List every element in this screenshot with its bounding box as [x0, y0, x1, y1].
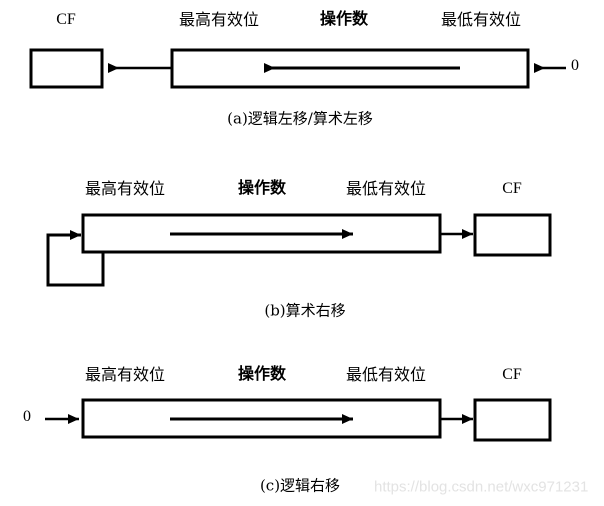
panel-b-cf-box	[473, 213, 552, 257]
panel-a-graphics	[29, 48, 566, 89]
panel-a-caption: (a)逻辑左移/算术左移	[227, 109, 373, 128]
panel-c-label-lsb: 最低有效位	[345, 365, 427, 384]
panel-b-label-msb: 最高有效位	[84, 179, 166, 198]
panel-b-label-lsb: 最低有效位	[345, 179, 427, 198]
panel-a-cf-box	[29, 48, 104, 89]
panel-a-label-lsb: 最低有效位	[440, 10, 522, 29]
panel-b-graphics	[46, 213, 552, 287]
source-watermark: https://blog.csdn.net/wxc971231	[374, 478, 589, 496]
panel-c-cf-box	[473, 398, 552, 442]
panel-a-label-msb: 最高有效位	[178, 10, 260, 29]
panel-c-caption: (c)逻辑右移	[259, 476, 341, 495]
panel-c-label-msb: 最高有效位	[84, 365, 166, 384]
panel-a-zero-input-label: 0	[571, 57, 579, 74]
panel-c-label-operand: 操作数	[237, 364, 287, 383]
panel-a-label-cf: CF	[56, 11, 76, 28]
panel-b-sign-feedback-path	[46, 230, 105, 287]
panel-c-label-cf: CF	[502, 366, 522, 383]
panel-a-label-operand: 操作数	[319, 9, 369, 28]
panel-b-label-operand: 操作数	[237, 178, 287, 197]
panel-c-zero-input-label: 0	[23, 408, 31, 425]
panel-b-label-cf: CF	[502, 180, 522, 197]
panel-b-caption: (b)算术右移	[264, 301, 346, 320]
panel-c-graphics	[45, 398, 552, 442]
